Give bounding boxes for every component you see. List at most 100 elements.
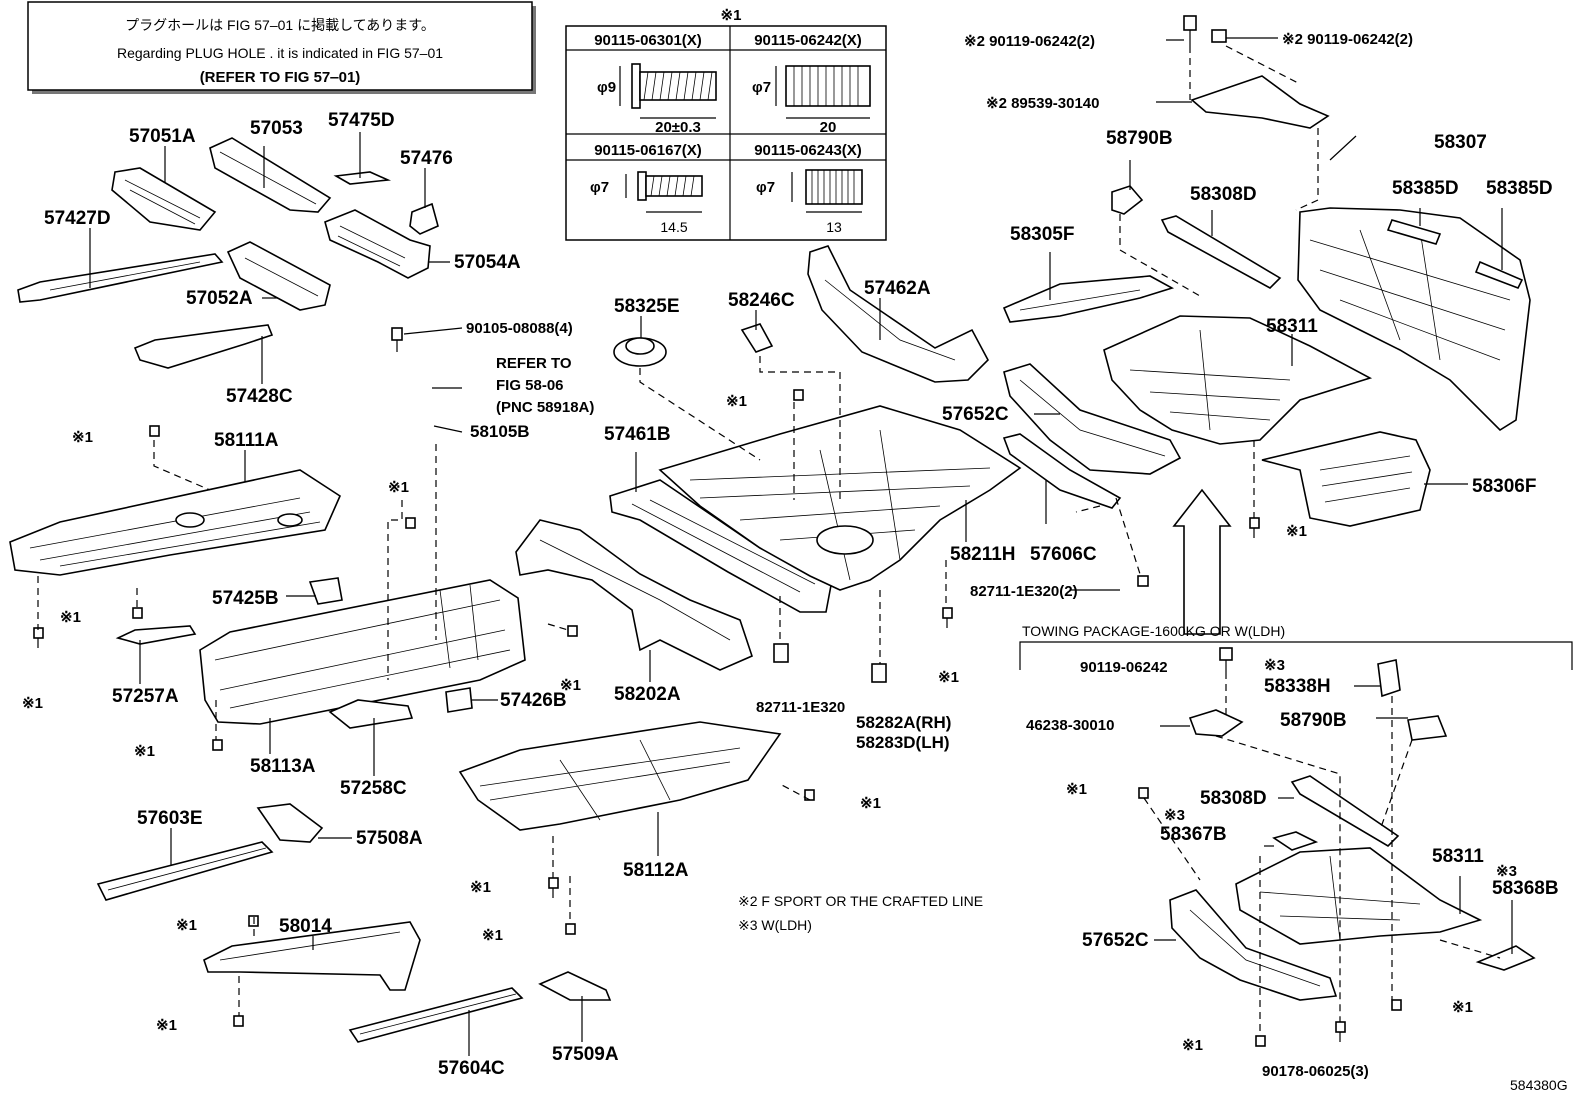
fastener-label: 58282A(RH) [856,713,951,732]
part-label: 57606C [1030,544,1097,565]
part-label: 58790B [1106,128,1173,149]
part-label: 58105B [470,422,530,441]
part-label: 57258C [340,778,407,799]
legend-line-3: ※3 W(LDH) [738,917,812,933]
mark1-label: ※1 [1452,999,1473,1016]
part-label: 58385D [1486,178,1553,199]
dashed-lines [37,45,1501,1036]
part-label-group: 57051A 57053 57475D 57476 57427D 57052A … [44,110,1559,1079]
bolt-drawing-1 [619,63,717,119]
fastener-label: 90119-06242 [1080,659,1168,676]
bolt-len-1: 20±0.3 [655,119,701,136]
mark1-label: ※1 [134,743,155,760]
part-label: 57426B [500,690,567,711]
part-label: 58112A [623,860,689,881]
bolt-len-2: 20 [820,119,837,136]
mark1-label: ※1 [176,917,197,934]
mark1-label: ※1 [560,677,581,694]
part-shapes [9,15,1536,1047]
part-label: 57053 [250,118,303,139]
fastener-label: 46238-30010 [1026,717,1114,734]
mark1-label: ※1 [1182,1037,1203,1054]
bolt-spec-table: ※1 90115-06301(X) 90115-06242(X) 90115-0… [565,7,887,241]
part-label: 57462A [864,278,931,299]
part-label: 58306F [1472,476,1536,497]
part-label: 57509A [552,1044,619,1065]
part-label: 57508A [356,828,423,849]
bolt-dia-1: φ9 [597,79,616,96]
mark1-label: ※1 [60,609,81,626]
mark1-label: ※1 [1066,781,1087,798]
note-line-2: Regarding PLUG HOLE . it is indicated in… [117,45,443,61]
part-label: 58305F [1010,224,1074,245]
mark1-label: ※1 [938,669,959,686]
bolt-dia-4: φ7 [756,179,775,196]
fastener-label-group: 90105-08088(4) 82711-1E320 82711-1E320(2… [466,31,1517,1080]
part-label: 58307 [1434,132,1487,153]
part-label: 58338H [1264,676,1331,697]
bolt-table-mark: ※1 [721,7,742,24]
fastener-glyphs [33,15,1402,1047]
mark1-label: ※1 [470,879,491,896]
marked-label-bracket: ※2 89539-30140 [986,95,1100,112]
bolt-len-3: 14.5 [660,219,687,235]
marked-label-m3: ※3 [1264,657,1285,674]
mark1-label: ※1 [860,795,881,812]
towing-package-label: TOWING PACKAGE-1600KG OR W(LDH) [1022,623,1285,639]
mark1-label: ※1 [1286,523,1307,540]
part-label: 58308D [1200,788,1267,809]
legend-line-2: ※2 F SPORT OR THE CRAFTED LINE [738,893,983,909]
part-label: 57257A [112,686,179,707]
part-label: 58246C [728,290,795,311]
bolt-part-3: 90115-06167(X) [594,142,702,159]
marked-label-m3: ※3 [1496,863,1517,880]
bolt-part-4: 90115-06243(X) [754,142,862,159]
part-label: 57427D [44,208,111,229]
bolt-drawing-4 [791,169,863,213]
refer-line-3: (PNC 58918A) [496,399,594,416]
part-label: 57652C [942,404,1009,425]
marked-label-bolt-right: ※2 90119-06242(2) [1282,31,1413,48]
part-label: 58325E [614,296,680,317]
marked-label-bolt-left: ※2 90119-06242(2) [964,33,1095,50]
part-label: 57052A [186,288,253,309]
bolt-drawing-2 [775,65,871,119]
towing-bracket [1019,641,1573,670]
note-line-1: プラグホールは FIG 57‒01 に掲載してあります。 [125,17,435,33]
part-label: 58111A [214,430,279,451]
part-label: 58385D [1392,178,1459,199]
part-label: 57604C [438,1058,505,1079]
part-label: 58790B [1280,710,1347,731]
leader-lines [89,37,1513,1056]
part-label: 58311 [1432,846,1484,867]
bolt-dia-2: φ7 [752,79,771,96]
part-label: 57461B [604,424,671,445]
part-label: 57428C [226,386,293,407]
part-label: 57051A [129,126,196,147]
part-label: 58014 [279,916,332,937]
fastener-label: 82711-1E320 [756,699,845,716]
part-label: 57475D [328,110,395,131]
part-label: 58367B [1160,824,1227,845]
mark1-group: ※1 ※1 ※1 ※1 ※1 ※1 ※1 ※1 ※1 ※1 ※1 ※1 ※1 ※… [22,393,1473,1054]
fastener-label: 90105-08088(4) [466,320,573,337]
mark1-label: ※1 [388,479,409,496]
bolt-drawing-3 [625,171,703,213]
mark1-label: ※1 [156,1017,177,1034]
mark1-label: ※1 [22,695,43,712]
bolt-len-4: 13 [826,219,842,235]
marked-label-m3: ※3 [1164,807,1185,824]
note-box: プラグホールは FIG 57‒01 に掲載してあります。 Regarding P… [27,1,536,94]
part-label: 57603E [137,808,203,829]
figure-code: 584380G [1510,1077,1568,1093]
part-label: 58113A [250,756,316,777]
part-label: 58211H [950,544,1016,565]
bolt-part-1: 90115-06301(X) [594,32,702,49]
part-label: 57476 [400,148,453,169]
part-label: 58308D [1190,184,1257,205]
bolt-dia-3: φ7 [590,179,609,196]
part-label: 58368B [1492,878,1559,899]
part-label: 58311 [1266,316,1318,337]
fastener-label: 90178-06025(3) [1262,1063,1369,1080]
